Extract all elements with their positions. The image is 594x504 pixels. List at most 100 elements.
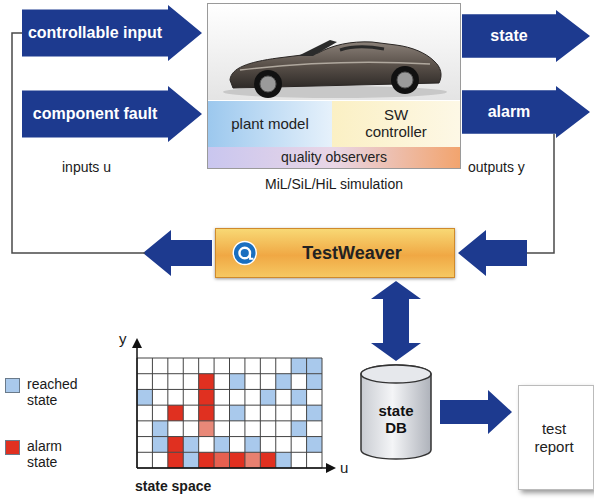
connector [458,134,554,276]
simulation-box: MiL/SiL/HiL simulationplant modelSW cont… [207,3,461,169]
grid-line [137,373,322,374]
block-arrow [371,281,421,361]
car-rim [397,72,413,88]
feedback-line [527,134,554,253]
reached-cell [291,389,306,405]
testweaver-box: TestWeaver [215,228,455,278]
connector [12,33,212,276]
reached-cell [137,389,152,405]
output-arrow: state [462,10,590,62]
node-text: alarm [488,103,531,121]
reached-cell [152,437,167,453]
arrow-outline [462,86,590,138]
grid-line [322,358,323,468]
node-text: state [490,27,527,45]
reached-cell [276,452,291,468]
observer-band: quality observers [208,147,460,168]
reached-cell [291,421,306,437]
car-wheel [254,70,282,98]
legend-text: reached state [27,376,91,408]
grid-line [183,358,184,468]
alarm-cell [245,452,260,468]
reached-cell [307,437,322,453]
alarm-cell [168,452,183,468]
arrow-outline [22,86,202,142]
reached-cell [245,437,260,453]
reached-cell [307,405,322,421]
car-cockpit [340,47,384,50]
output-arrow: alarm [462,86,590,138]
axis-label: y [119,330,127,347]
cylinder-top [361,365,431,383]
grid-line [167,358,168,468]
controller-box: SW controller [332,101,460,147]
u-axis [137,467,328,469]
grid-line [244,358,245,468]
grid-line [198,358,199,468]
reached-cell [183,452,198,468]
reached-cell [214,437,229,453]
reached-cell [260,389,275,405]
grid-line [137,389,322,390]
group-label: outputs y [468,159,525,175]
alarm-cell [199,421,214,437]
node-text: state DB [371,402,421,437]
grid-line [137,436,322,437]
photo-background [208,4,460,100]
grid-line [214,358,215,468]
logo-disc [233,241,256,264]
grid-line [260,358,261,468]
alarm-cell [199,452,214,468]
alarm-cell [214,452,229,468]
car-wheel [391,66,419,94]
reached-cell [183,437,198,453]
grid-line [137,405,322,406]
block-arrow [440,390,512,434]
alarm-cell [168,437,183,453]
y-axis [136,346,138,468]
input-arrow: component fault [22,86,202,142]
grid-line [152,358,153,468]
feedback-line [12,33,145,253]
grid-line [137,452,322,453]
reached-cell [152,421,167,437]
legend-text: alarm state [27,438,91,470]
car-windshield [298,40,337,56]
reached-cell [230,405,245,421]
axis-label: u [340,459,348,476]
reached-cell [276,374,291,390]
reached-cell [307,374,322,390]
axis-arrowhead [132,338,142,348]
alarm-cell [199,389,214,405]
connector [440,390,512,434]
node-text: TestWeaver [302,243,401,264]
group-label: inputs u [62,159,111,175]
node-text: test report [527,420,582,455]
reached-cell [307,358,322,374]
grid-line [306,358,307,468]
reached-cell [291,358,306,374]
legend-swatch [5,440,20,455]
alarm-cell [230,452,245,468]
grid-line [137,420,322,421]
state-grid [137,358,322,468]
grid-line [275,358,276,468]
connector [371,281,421,361]
grid-line [291,358,292,468]
logo-ring [239,248,250,259]
cylinder-body [361,365,431,459]
node-text: component fault [33,105,157,123]
node-text: SW controller [356,107,436,141]
heading-text: MiL/SiL/HiL simulation [208,176,460,192]
alarm-cell [168,405,183,421]
arrow-outline [22,5,202,61]
grid-line [137,358,322,359]
alarm-cell [199,405,214,421]
car-rim [260,76,276,92]
legend-swatch [5,378,20,393]
database-cylinder: state DB [360,364,432,460]
input-arrow: controllable input [22,5,202,61]
alarm-cell [199,374,214,390]
plant-model-box: plant model [208,101,332,147]
